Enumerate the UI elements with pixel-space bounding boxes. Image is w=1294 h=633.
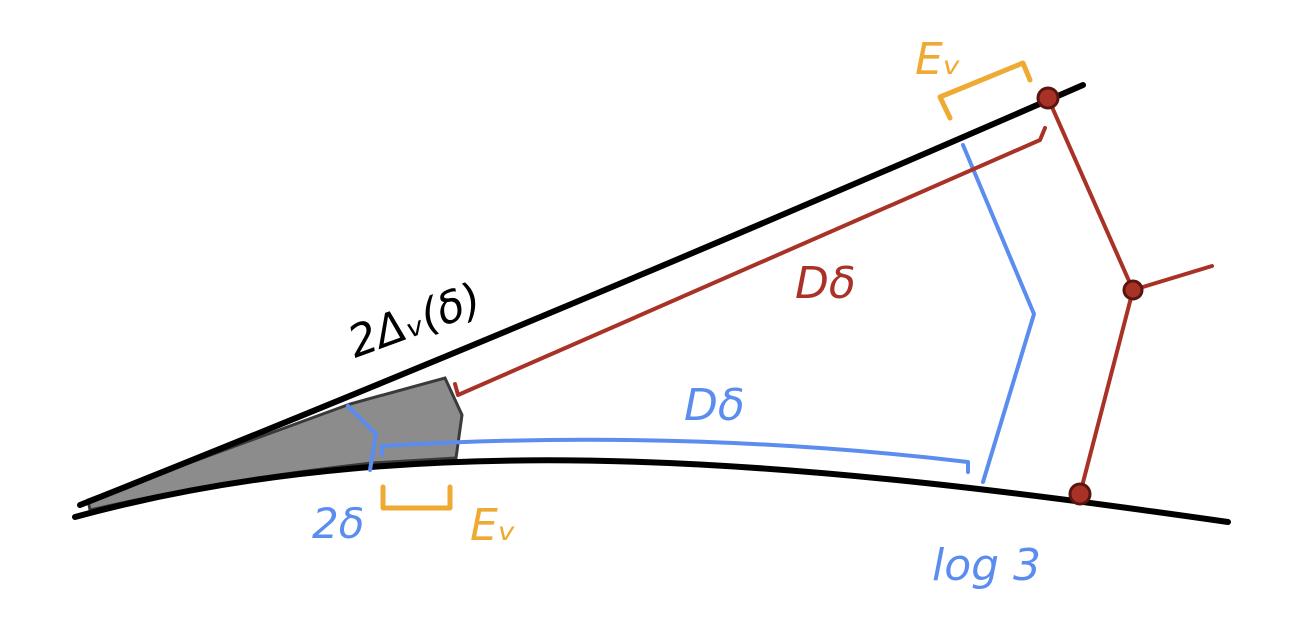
label-blue-distance: Dδ [684,380,745,431]
red-geodesic-path [1046,96,1135,496]
lower-geodesic [72,457,1231,525]
blue-cross-segment [346,404,378,472]
upper-geodesic [77,82,1086,508]
upper-ev-bracket [937,60,1033,121]
label-upper-ev: Eᵥ [915,34,961,85]
label-lower-ev: Eᵥ [470,500,516,551]
red-distance-bracket [453,126,1047,397]
label-two-delta-v: 2Δᵥ(δ) [341,273,488,368]
label-two-delta: 2δ [312,499,364,548]
label-red-distance: Dδ [795,258,856,309]
red-branch-segment [1131,264,1214,292]
red-point-middle [1122,279,1144,301]
blue-wedge-boundary [961,143,1036,484]
blue-distance-bracket [380,437,970,474]
lower-ev-bracket [380,484,453,511]
red-point-bottom [1068,482,1092,506]
label-log-three: log 3 [932,540,1041,591]
red-point-top [1036,86,1060,110]
